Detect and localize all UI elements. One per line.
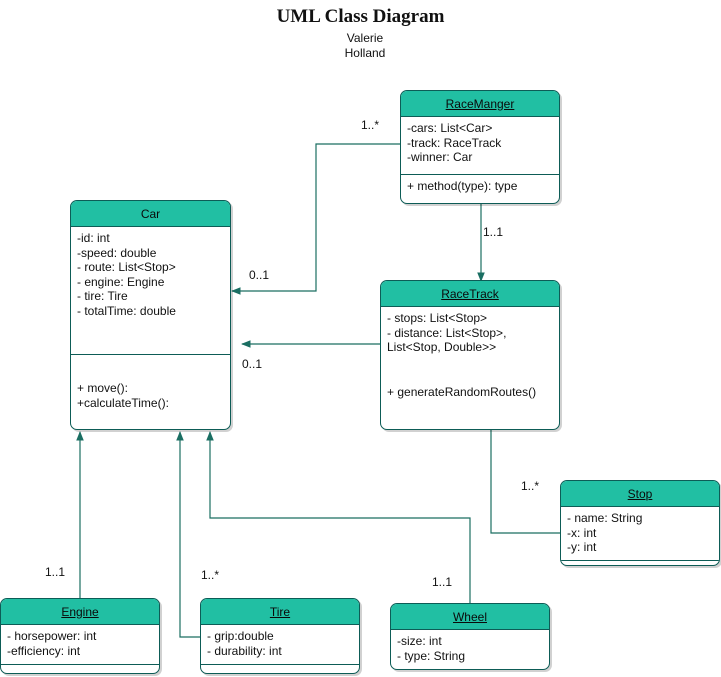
class-operations: + move(): +calculateTime(): xyxy=(71,355,230,414)
edge-tire-to-car xyxy=(176,431,200,638)
class-name: Wheel xyxy=(391,604,549,630)
class-attributes: -cars: List<Car> -track: RaceTrack -winn… xyxy=(401,117,559,175)
multiplicity-tire-car: 1..* xyxy=(201,568,220,582)
edge-manager-to-car xyxy=(231,143,400,295)
attribute: - distance: List<Stop>, xyxy=(387,325,507,340)
class-operations: + method(type): type xyxy=(401,175,559,198)
class-wheel[interactable]: Wheel -size: int - type: String xyxy=(390,603,550,670)
multiplicity-wheel-car: 1..1 xyxy=(432,575,453,589)
attribute: List<Stop, Double>> xyxy=(387,340,497,354)
attribute: - totalTime: double xyxy=(77,303,176,318)
edge-wheel-to-car xyxy=(206,431,471,603)
attribute: - stops: List<Stop> xyxy=(387,311,488,325)
attribute: - horsepower: int xyxy=(7,629,97,643)
class-attributes: -id: int -speed: double - route: List<St… xyxy=(71,227,230,355)
author-first-name: Valerie xyxy=(346,31,384,45)
class-name: Engine xyxy=(1,599,159,625)
author-last-name: Holland xyxy=(344,46,386,60)
operation: + generateRandomRoutes() xyxy=(387,385,537,399)
attribute: -x: int xyxy=(567,525,597,540)
attribute: -track: RaceTrack xyxy=(407,135,502,150)
class-car[interactable]: Car -id: int -speed: double - route: Lis… xyxy=(70,200,231,430)
attribute: -y: int xyxy=(567,540,597,554)
attribute: -speed: double xyxy=(77,245,157,260)
attribute: -size: int xyxy=(397,634,442,648)
attribute: -id: int xyxy=(77,231,110,245)
attribute: -winner: Car xyxy=(407,150,473,164)
multiplicity-engine-car: 1..1 xyxy=(45,565,66,579)
class-tire[interactable]: Tire - grip:double - durability: int xyxy=(200,598,360,674)
attribute: - route: List<Stop> xyxy=(77,260,176,274)
multiplicity-car-manager: 0..1 xyxy=(249,268,270,282)
class-attributes: - horsepower: int -efficiency: int xyxy=(1,625,159,665)
operation: +calculateTime(): xyxy=(77,395,169,410)
class-attributes: - grip:double - durability: int xyxy=(201,625,359,665)
attribute: - name: String xyxy=(567,511,643,525)
operation: + method(type): type xyxy=(407,179,518,193)
class-engine[interactable]: Engine - horsepower: int -efficiency: in… xyxy=(0,598,160,674)
attribute: - grip:double xyxy=(207,629,274,643)
diagram-title: UML Class Diagram xyxy=(276,6,445,27)
attribute: - durability: int xyxy=(207,643,282,658)
multiplicity-car-track: 0..1 xyxy=(242,357,263,371)
class-operations: + generateRandomRoutes() xyxy=(381,381,559,404)
class-attributes: -size: int - type: String xyxy=(391,630,549,669)
attribute: -efficiency: int xyxy=(7,643,81,658)
class-attributes: - name: String -x: int -y: int xyxy=(561,507,719,561)
class-name: RaceManger xyxy=(401,91,559,117)
class-attributes: - stops: List<Stop> - distance: List<Sto… xyxy=(381,307,559,381)
attribute: - tire: Tire xyxy=(77,289,128,303)
attribute: - type: String xyxy=(397,648,466,663)
edge-stop-to-track xyxy=(487,419,560,534)
class-name: Tire xyxy=(201,599,359,625)
multiplicity-manager-track: 1..1 xyxy=(483,225,504,239)
class-name: Stop xyxy=(561,481,719,507)
attribute: - engine: Engine xyxy=(77,274,165,289)
class-name: Car xyxy=(71,201,230,227)
class-stop[interactable]: Stop - name: String -x: int -y: int xyxy=(560,480,720,566)
class-name: RaceTrack xyxy=(381,281,559,307)
operation: + move(): xyxy=(77,381,129,395)
multiplicity-stop-track: 1..* xyxy=(521,479,540,493)
multiplicity-manager-cars: 1..* xyxy=(361,118,380,132)
class-race-manager[interactable]: RaceManger -cars: List<Car> -track: Race… xyxy=(400,90,560,204)
class-race-track[interactable]: RaceTrack - stops: List<Stop> - distance… xyxy=(380,280,560,430)
attribute: -cars: List<Car> xyxy=(407,121,493,135)
